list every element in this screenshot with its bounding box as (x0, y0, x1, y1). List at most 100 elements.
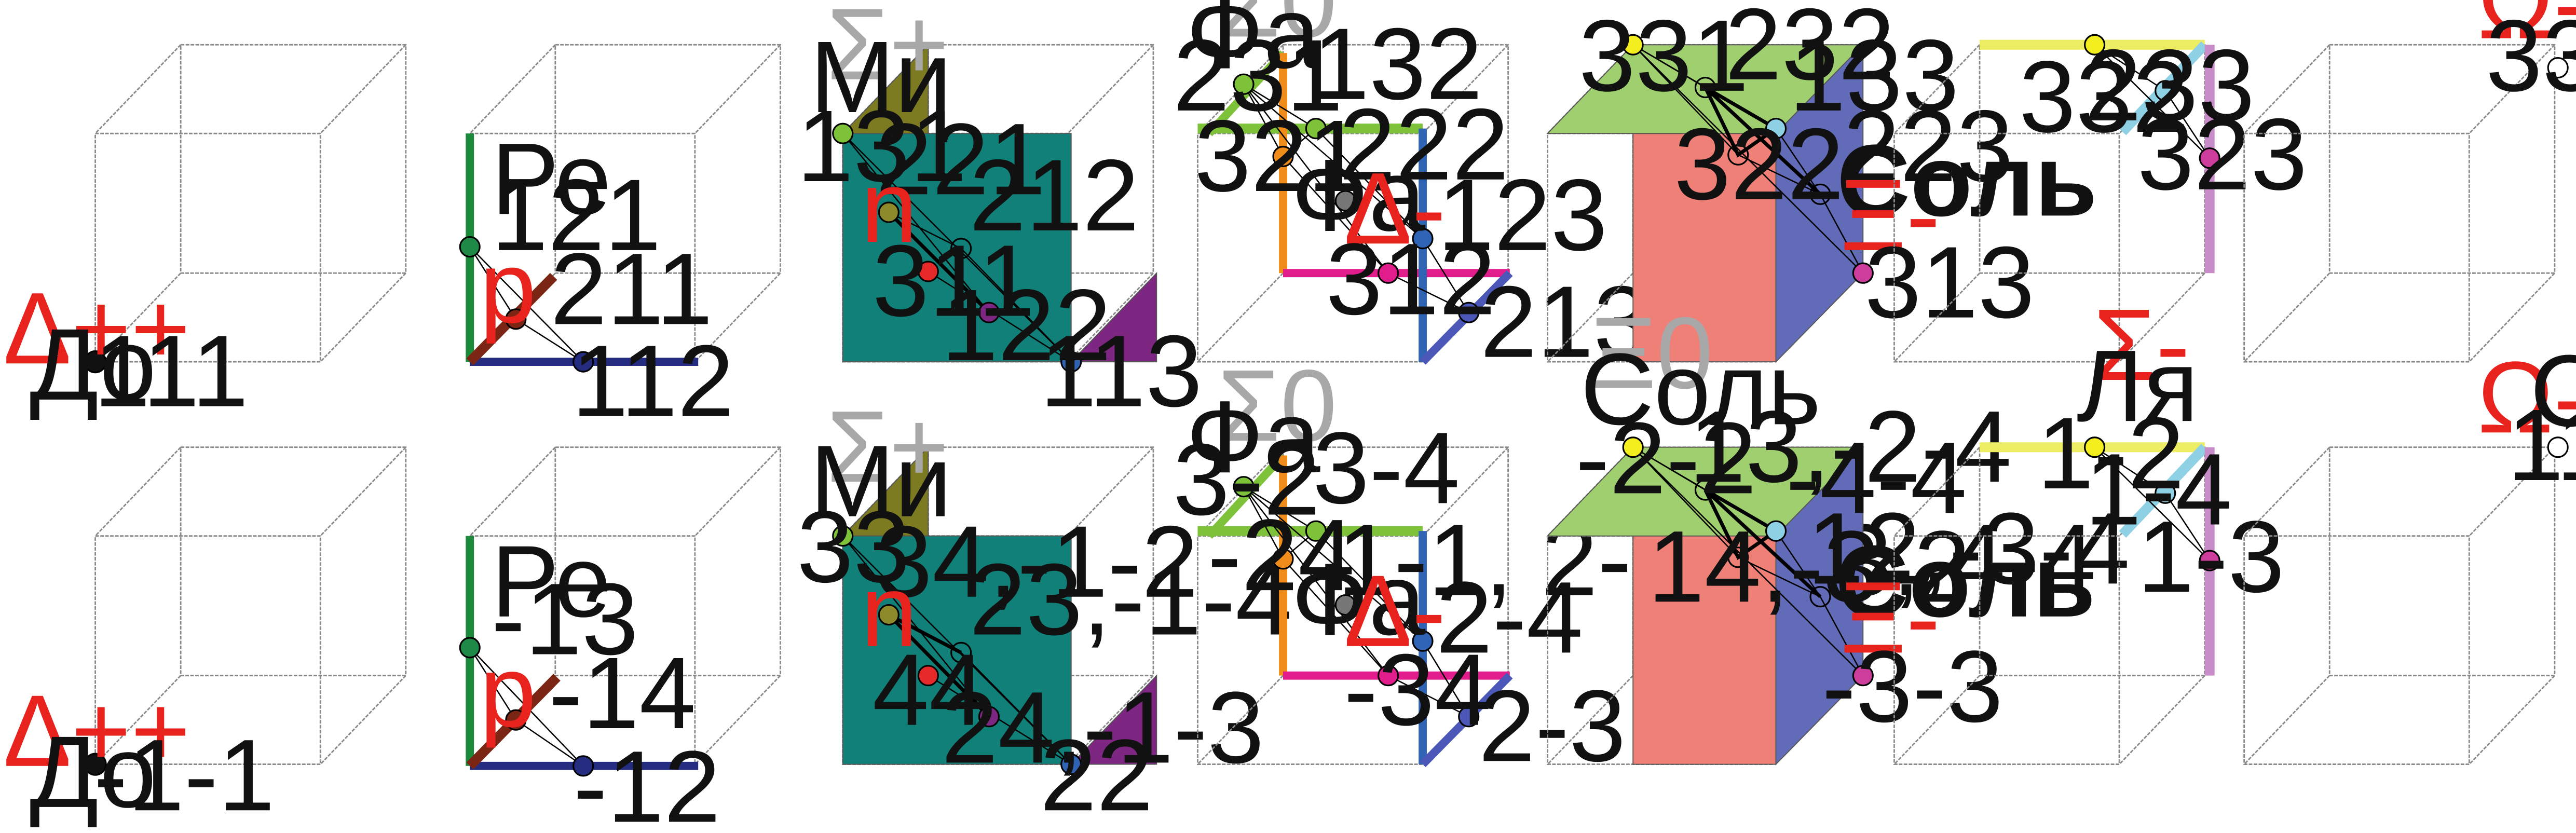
label: 211 (550, 231, 713, 346)
label: 321 (1194, 99, 1364, 213)
label: Соль (1837, 123, 2097, 237)
label: Ми (810, 424, 951, 538)
hollow-point (1694, 76, 1716, 99)
label: 223 (1843, 89, 2013, 203)
label: 123 (1438, 158, 1607, 272)
label: -24 (1207, 498, 1355, 612)
label: -2-2 (1575, 401, 1756, 515)
pink-point (1378, 262, 1399, 284)
label: p (480, 634, 536, 748)
label: 233 (2085, 28, 2255, 142)
panel-2-6: Σ- Ля 1-2 1-4 1-3 (1893, 288, 2285, 766)
label: 322 (1674, 107, 1844, 221)
label: -3-3 (1822, 629, 2003, 743)
label: 122 (942, 268, 1111, 382)
green-point (1305, 118, 1327, 140)
label: 212 (969, 138, 1139, 252)
label: 44 (873, 633, 986, 747)
label: До (30, 715, 156, 829)
label: 121 (491, 158, 661, 272)
panel-2-5: Ξ0 Соль -2-2 13,-2-4 -4-4 14,-3-2 12,-3-… (1546, 296, 2130, 766)
label: -13 (491, 562, 638, 676)
cyan-point (1765, 118, 1787, 140)
label: 13,-2-4 (1689, 389, 2012, 503)
row-2: Δ++ До -1-1 Ре -13 p -14 -12 (3, 288, 2576, 833)
label: 312 (1326, 222, 1495, 336)
label: 232 (1725, 0, 1894, 101)
do-point (84, 350, 107, 374)
label: 24,-1-3 (942, 670, 1264, 784)
label: 12,-3-4 (1807, 491, 2130, 605)
label: 213 (1480, 265, 1650, 379)
magenta-point (1852, 262, 1874, 284)
indigo-point (1458, 706, 1480, 728)
green-point (1305, 520, 1327, 542)
label: Δ++ (3, 674, 190, 788)
triangle-edges (2094, 44, 2211, 159)
blue-point (1412, 630, 1434, 652)
label: n (861, 149, 918, 264)
cyan-point (2155, 80, 2176, 102)
orange-point (1272, 145, 1294, 168)
label: 23,-1-4 (969, 542, 1292, 657)
label: Фа (1186, 379, 1320, 494)
triangle-edges (469, 246, 584, 363)
axis-point (573, 351, 594, 373)
panel-1-5: 331 232 133 322 223 Соль Ξ- 313 (1546, 0, 2097, 363)
panel-2-3: Σ+ Ми 33 34,-1-2 n 23,-1-4 44 24,-1-3 22 (797, 389, 1292, 832)
do-point (84, 753, 107, 776)
re-point (459, 236, 481, 258)
label: Фа (1186, 0, 1320, 90)
label: Δ- (1344, 151, 1446, 265)
label: 14,-3-2 (1648, 509, 1971, 623)
magenta-point (2199, 147, 2220, 169)
cyan-point (1765, 520, 1787, 542)
indigo-point (1458, 302, 1480, 323)
label: Ля (2077, 329, 2199, 443)
panel-1-6: 332 233 323 (1893, 28, 2307, 363)
yellow-point (2084, 436, 2106, 458)
label: Ре (491, 121, 611, 236)
label: Ω- (2477, 0, 2576, 60)
mi-point (832, 525, 854, 547)
label: 333 (2486, 0, 2576, 113)
label: Ре (491, 524, 611, 638)
bold-edges (887, 613, 990, 718)
label: 3-2 (1173, 422, 1320, 536)
label: -4-4 (1786, 420, 1967, 535)
label: 113 (1040, 314, 1203, 428)
label: -34 (1344, 633, 1491, 747)
label: 331 (1579, 0, 1749, 113)
bold-edges (1703, 86, 1822, 196)
label: 132 (1313, 7, 1482, 121)
label: Ξ0 (1590, 296, 1713, 410)
magenta-point (2199, 550, 2220, 571)
panel-1-4: Σ0 Фа 231 132 321 222 Фа Δ- 123 312 213 (1173, 0, 1650, 379)
panel-1-3: Σ+ Ми 131 221 n 212 311 122 113 (797, 0, 1202, 428)
label: -14 (549, 636, 696, 750)
axis-point (573, 755, 594, 777)
p-point (505, 709, 527, 731)
label: n (861, 554, 918, 668)
salmon-face (1632, 535, 1777, 765)
hollow-point (1694, 479, 1716, 501)
label: Си (2530, 334, 2576, 448)
fa-point (1233, 476, 1255, 498)
blue-point (1060, 351, 1082, 373)
gray-point (1334, 594, 1356, 616)
label: Ξ- (1840, 560, 1940, 674)
hollow-point (1727, 144, 1749, 166)
red-point (917, 665, 939, 687)
label: 34,-1-2 (876, 504, 1198, 619)
blue-point (1412, 228, 1434, 250)
yellow-point (1622, 436, 1644, 458)
panel-2-4: Σ0 Фа 3-2 3-4 -24 1-1, 2-2, 3-3, 4-4 Фа … (1173, 348, 2096, 783)
label: -12 (574, 729, 721, 830)
label: 313 (1864, 225, 2034, 339)
mi-point (832, 122, 854, 144)
label: 311 (873, 224, 1035, 338)
triangle-edges (469, 647, 584, 767)
label: 11 (2507, 388, 2576, 502)
label: Σ- (2093, 288, 2190, 402)
re-point (459, 637, 481, 659)
